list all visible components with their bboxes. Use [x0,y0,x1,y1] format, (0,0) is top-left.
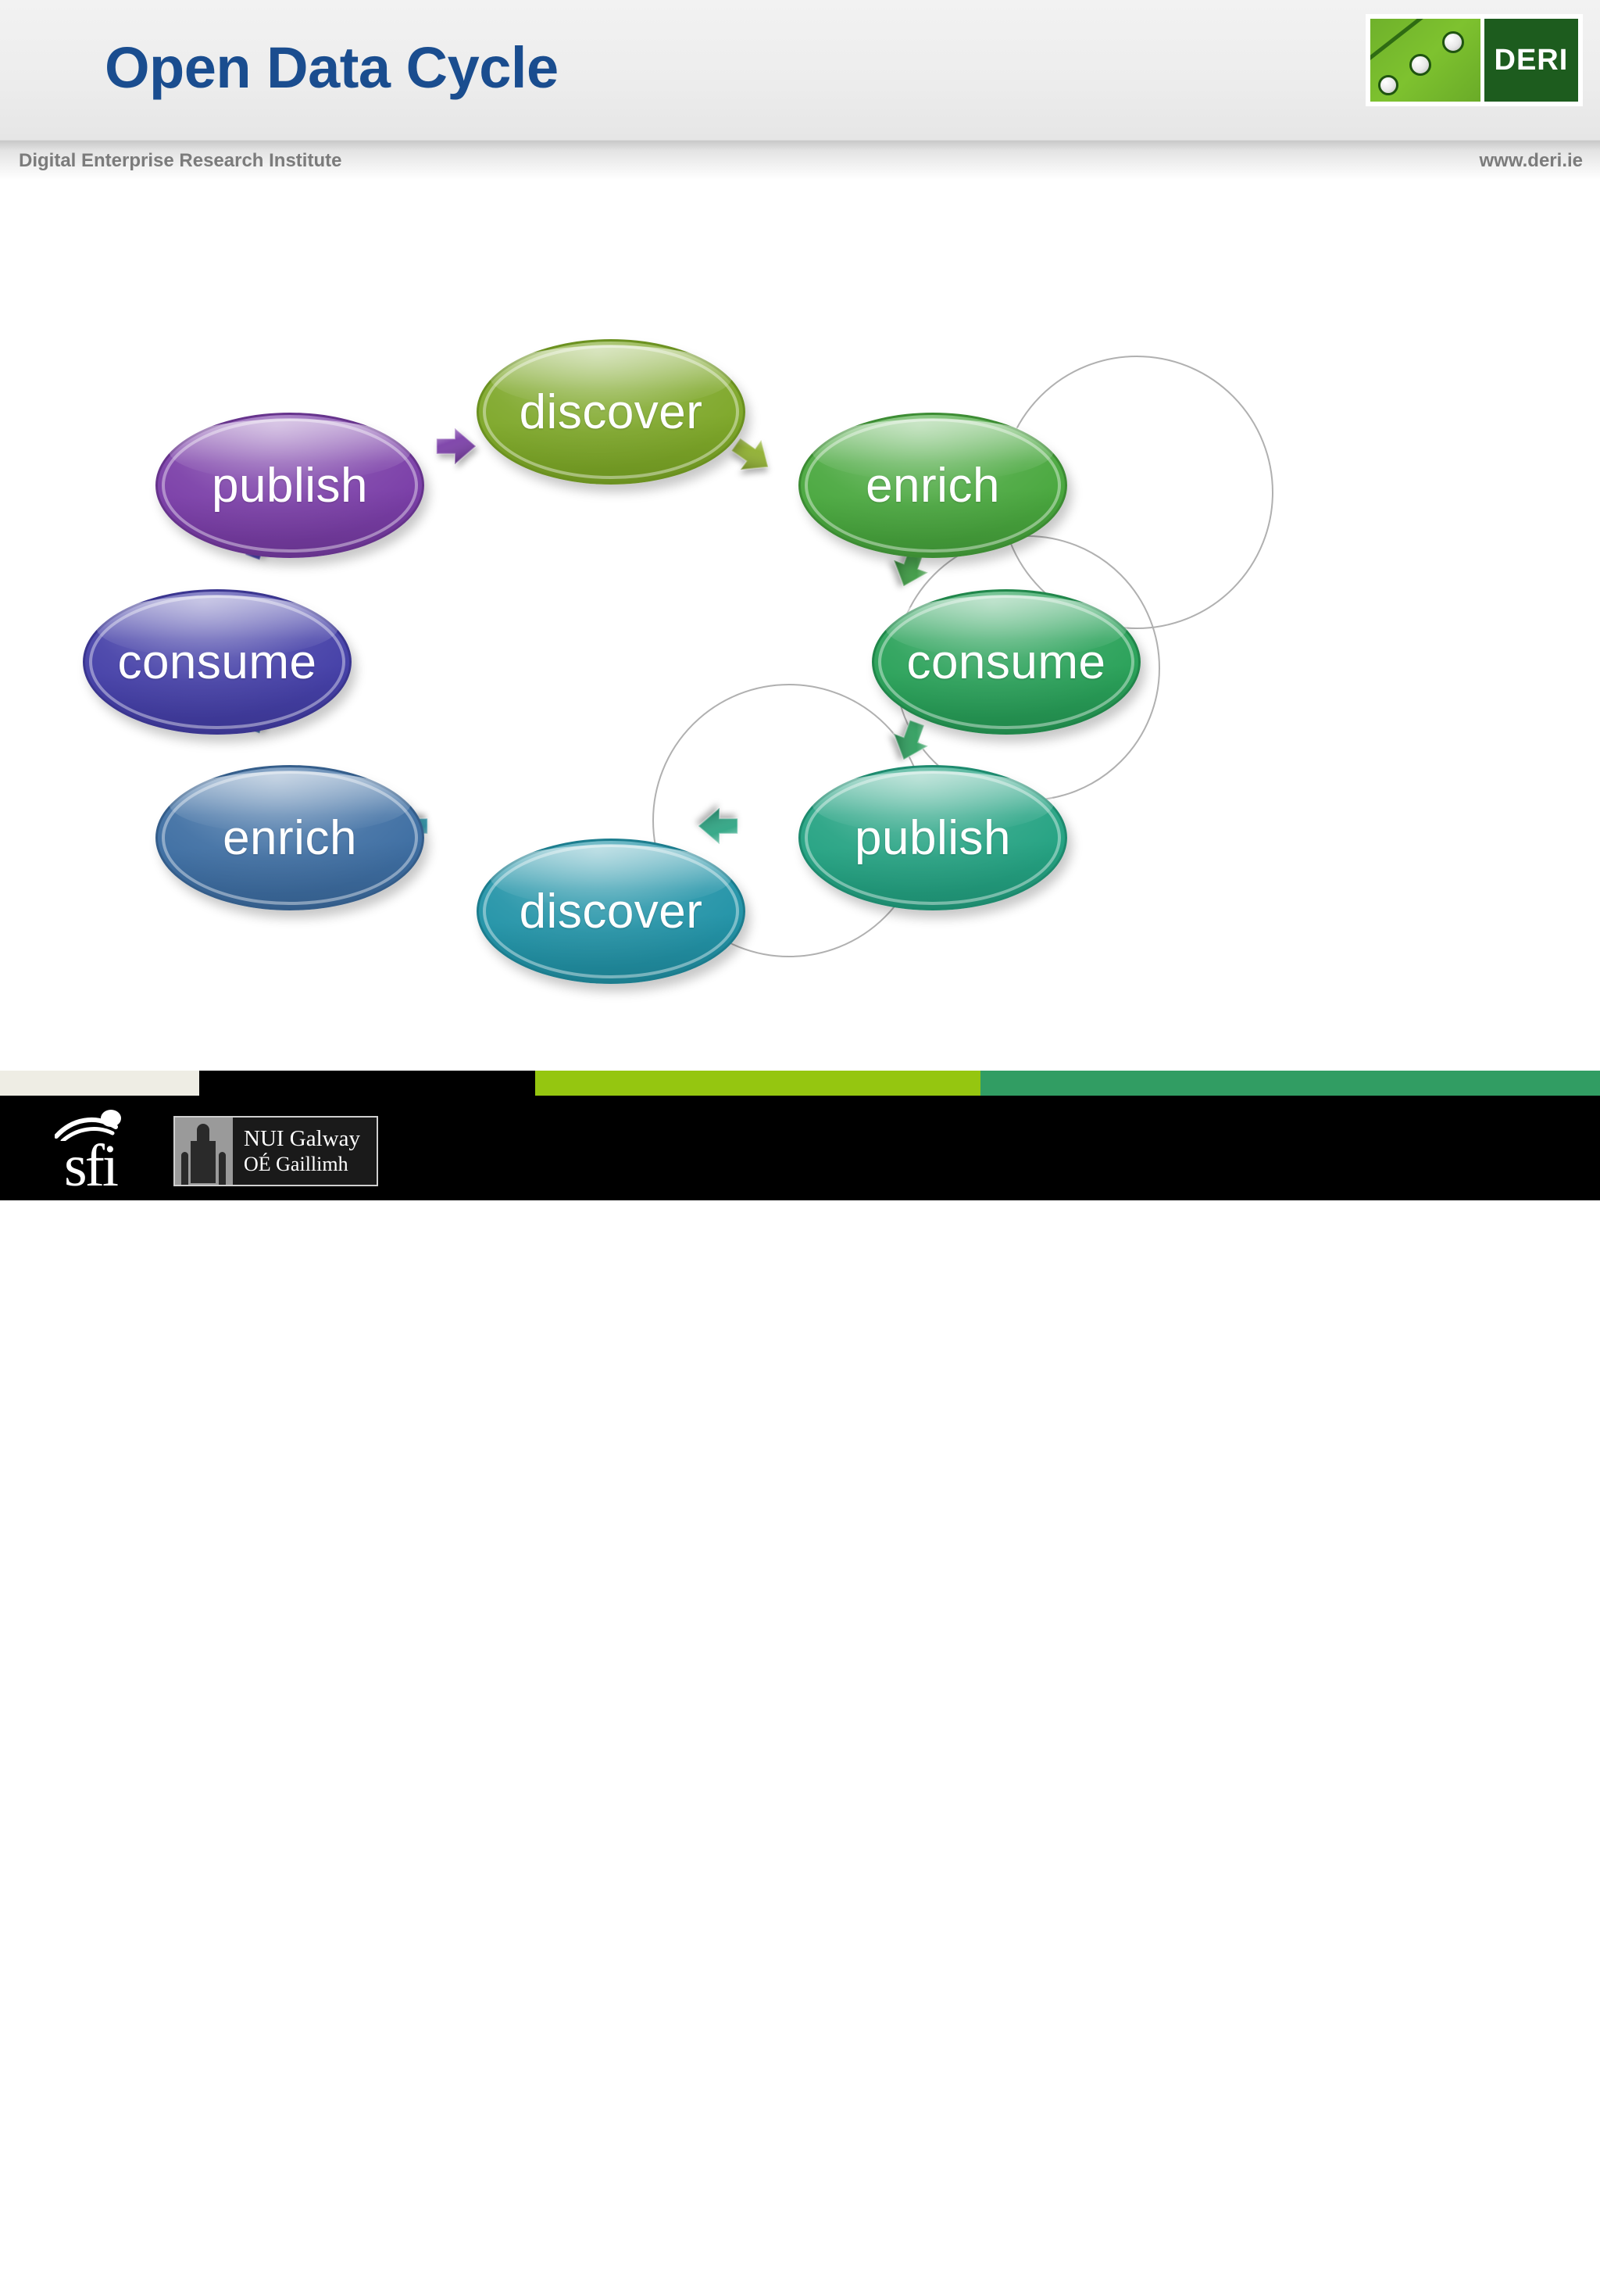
cycle-node-enrich-left[interactable]: enrich [155,765,424,910]
tagline-bold: networked [803,2221,1007,2266]
cycle-node-publish-right[interactable]: publish [798,765,1067,910]
cycle-node-consume-right[interactable]: consume [872,589,1141,735]
tagline: Enabling networked knowledge. [0,2191,1600,2296]
subheader-bar: Digital Enterprise Research Institute ww… [0,141,1600,180]
deri-logo: DERI [1366,14,1583,106]
tagline-text: Enabling networked knowledge. [634,2220,1223,2267]
nui-name-en: NUI Galway [244,1126,360,1152]
slide-footer: sfi NUI Galway OÉ Gaillimh Enabling netw… [0,1096,1600,2266]
cycle-node-label: discover [519,384,703,439]
deri-node-icon [1442,31,1464,53]
cycle-node-label: discover [519,884,703,939]
cycle-node-label: enrich [866,458,1000,513]
tagline-pre: Enabling [634,2221,804,2266]
sfi-wordmark: sfi [64,1133,119,1199]
website-url: www.deri.ie [1479,150,1583,171]
cycle-node-enrich-right[interactable]: enrich [798,413,1067,558]
nui-name-ga: OÉ Gaillimh [244,1152,348,1175]
cycle-node-discover-top[interactable]: discover [477,339,745,485]
cycle-node-publish-left[interactable]: publish [155,413,424,558]
cycle-node-consume-left[interactable]: consume [83,589,352,735]
nui-tower-icon [175,1118,233,1185]
cycle-node-label: publish [855,810,1011,865]
cycle-node-label: consume [117,635,317,689]
deri-node-icon [1409,54,1431,76]
deri-wordmark: DERI [1494,43,1569,77]
accent-segment-cream [0,1071,199,1096]
deri-logo-graphic [1370,19,1480,102]
nui-galway-logo: NUI Galway OÉ Gaillimh [173,1116,378,1186]
accent-segment-seagreen [980,1071,1600,1096]
institute-name: Digital Enterprise Research Institute [19,150,342,171]
sfi-swoosh-icon [55,1110,121,1141]
cycle-node-label: publish [212,458,368,513]
nui-wordmark: NUI Galway OÉ Gaillimh [233,1118,377,1185]
slide-header: Open Data Cycle DERI [0,0,1600,141]
cycle-node-discover-bottom[interactable]: discover [477,839,745,984]
deri-wordmark-panel: DERI [1484,19,1578,102]
footer-accent-bar [0,1071,1600,1096]
accent-segment-lime [535,1071,980,1096]
cycle-node-label: enrich [223,810,357,865]
tagline-post: knowledge. [1006,2221,1224,2266]
accent-segment-black [199,1071,535,1096]
deri-node-icon [1378,75,1398,95]
page-title: Open Data Cycle [105,35,559,100]
diagram-canvas: discover enrich consume publish discover enri… [0,180,1600,1071]
sfi-logo: sfi [55,1107,156,1196]
cycle-node-label: consume [906,635,1106,689]
